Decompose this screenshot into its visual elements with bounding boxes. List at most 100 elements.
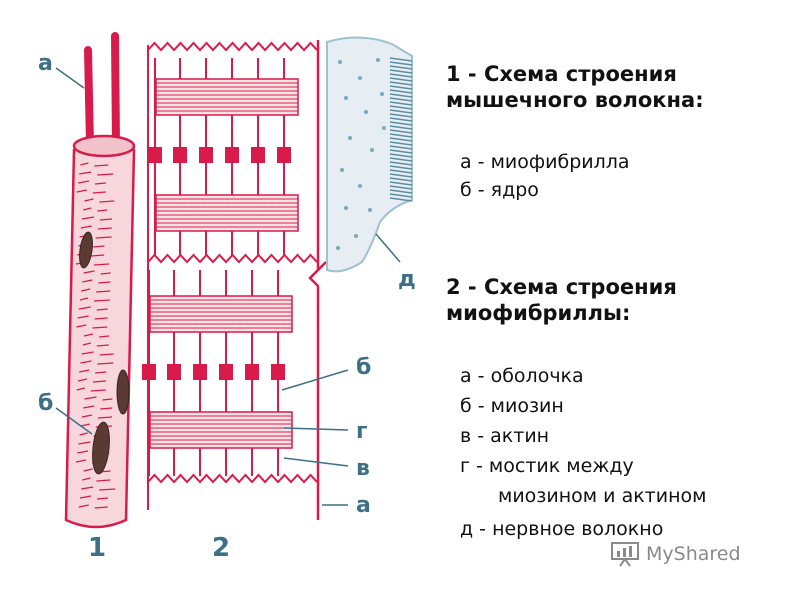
- striation-mark: [80, 360, 114, 365]
- striation-mark: [82, 477, 111, 482]
- nerve-fringe-line: [389, 81, 413, 86]
- z-line: [147, 253, 318, 264]
- nerve-fringe-line: [389, 153, 413, 158]
- fiber-striations: [75, 162, 116, 509]
- vesicle: [382, 126, 386, 130]
- myosin-filament: [277, 147, 291, 163]
- nerve-fringe-line: [389, 65, 413, 70]
- myosin-filament: [173, 147, 187, 163]
- section2-item: б - миозин: [460, 395, 564, 417]
- myosin-filament: [167, 364, 181, 380]
- nerve-fringe-line: [389, 101, 413, 106]
- nucleus: [79, 231, 93, 269]
- nerve-ending: [326, 36, 413, 273]
- striation-mark: [83, 405, 113, 410]
- striation-mark: [81, 216, 113, 221]
- nerve-fringe-line: [389, 121, 413, 126]
- striation-mark: [76, 387, 106, 392]
- vesicle: [380, 92, 384, 96]
- myosin-filament: [148, 147, 162, 163]
- striation-mark: [79, 171, 114, 176]
- nerve-fringe-line: [389, 69, 413, 74]
- section2-item: д - нервное волокно: [460, 518, 664, 540]
- myosin-band: [149, 411, 293, 449]
- vesicle: [358, 184, 362, 188]
- vesicle: [344, 206, 348, 210]
- nerve-fringe-line: [389, 185, 413, 190]
- nerve-fringe-line: [389, 89, 413, 94]
- striation-mark: [82, 342, 109, 347]
- nerve-fringe-line: [389, 105, 413, 110]
- nerve-fringe-line: [389, 145, 413, 150]
- z-line: [147, 473, 318, 484]
- nerve-fringe: [389, 57, 413, 202]
- membrane: [308, 40, 327, 520]
- striation-mark: [76, 189, 106, 194]
- myofibril-label-g: г: [356, 419, 368, 444]
- myofibril-rod-left: [84, 46, 94, 149]
- striation-mark: [80, 225, 112, 230]
- pointer-line-b: [55, 407, 93, 435]
- section1-item: б - ядро: [460, 179, 539, 201]
- vesicle: [340, 168, 344, 172]
- nerve-fringe-line: [389, 189, 413, 194]
- nerve-fringe-line: [389, 149, 413, 154]
- vesicle: [368, 208, 372, 212]
- myosin-band: [155, 194, 299, 232]
- vesicle: [364, 110, 368, 114]
- section1-item: а - миофибрилла: [460, 151, 630, 173]
- striation-mark: [83, 333, 110, 338]
- myosin-filament: [225, 147, 239, 163]
- nerve-fringe-line: [389, 181, 413, 186]
- nerve-fringe-line: [389, 177, 413, 182]
- myosin-filament: [245, 364, 259, 380]
- nerve-fringe-line: [389, 125, 413, 130]
- nerve-fringe-line: [389, 117, 413, 122]
- striation-mark: [77, 315, 108, 320]
- nucleus: [116, 369, 130, 415]
- muscle-fiber: а б 1: [38, 32, 136, 563]
- striation-mark: [80, 162, 109, 167]
- nerve-fringe-line: [389, 173, 413, 178]
- myofibril-label-d: д: [398, 267, 416, 292]
- vesicle: [358, 76, 362, 80]
- pointer-line-g: [283, 427, 349, 431]
- nerve-fringe-line: [389, 97, 413, 102]
- figure-number-1: 1: [88, 533, 106, 563]
- nerve-vesicles: [336, 58, 386, 250]
- myosin-filament: [193, 364, 207, 380]
- striation-mark: [77, 180, 107, 185]
- z-line: [147, 41, 318, 52]
- myosin-filament: [142, 364, 156, 380]
- watermark: MyShared: [610, 540, 741, 568]
- figure-number-2: 2: [212, 533, 230, 563]
- nerve-fringe-line: [389, 193, 413, 198]
- striation-mark: [78, 504, 108, 509]
- striation-mark: [84, 198, 115, 203]
- vesicle: [338, 60, 342, 64]
- nerve-fringe-line: [389, 57, 413, 62]
- nerve-fringe-line: [389, 77, 413, 82]
- pointer-line-b2: [281, 369, 349, 391]
- presentation-icon: [611, 542, 639, 567]
- myofibril-label-v: в: [356, 456, 370, 481]
- vesicle: [336, 246, 340, 250]
- myosin-filament: [251, 147, 265, 163]
- nerve-fringe-line: [389, 129, 413, 134]
- pointer-line-d: [375, 233, 401, 263]
- section2-item: миозином и актином: [498, 485, 707, 507]
- nerve-fringe-line: [389, 141, 413, 146]
- nerve-fringe-line: [389, 169, 413, 174]
- section2-item: а - оболочка: [460, 365, 584, 387]
- vesicle: [370, 148, 374, 152]
- nerve-fringe-line: [389, 197, 413, 202]
- vesicle: [344, 96, 348, 100]
- striation-mark: [84, 396, 113, 401]
- striation-mark: [81, 288, 111, 293]
- vesicle: [348, 136, 352, 140]
- striation-mark: [81, 351, 114, 356]
- myosin-band: [155, 78, 299, 116]
- section1-title-line1: 1 - Схема строения: [446, 62, 677, 86]
- nerve-fringe-line: [389, 109, 413, 114]
